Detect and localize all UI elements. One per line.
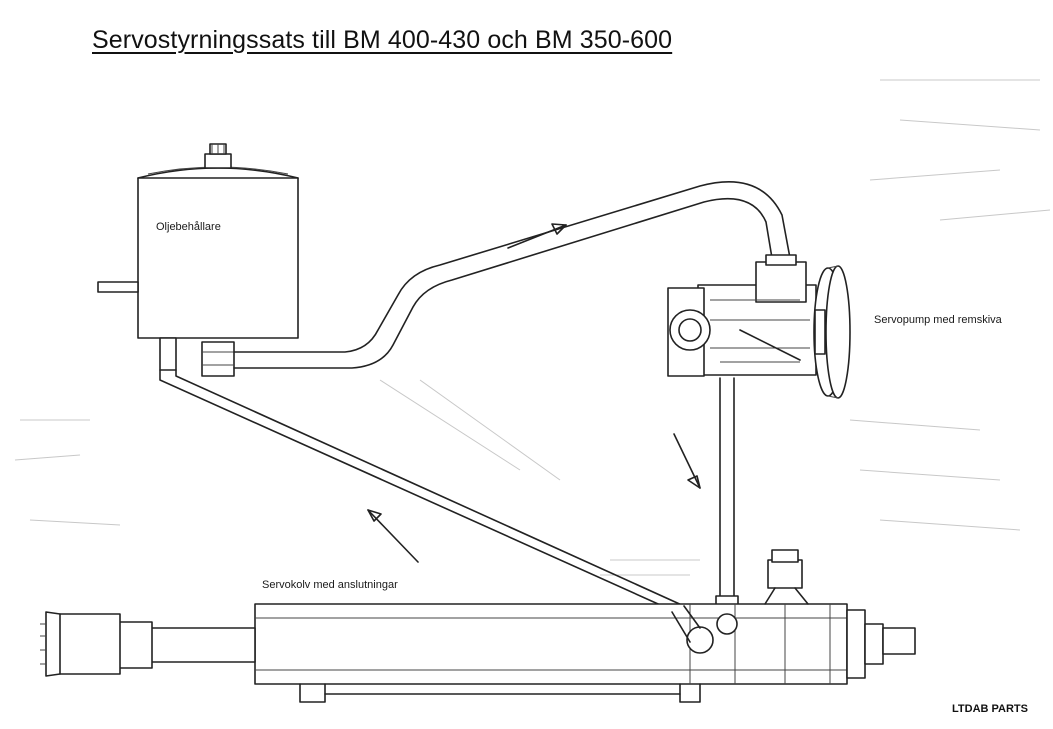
arrow-to-reservoir [367,509,419,563]
flow-arrows [367,223,701,563]
reservoir-label: Oljebehållare [156,221,221,233]
return-pipe [233,181,791,369]
pump-label: Servopump med remskiva [874,314,1002,326]
oil-reservoir [97,143,299,377]
diagram-title: Servostyrningssats till BM 400-430 och B… [92,26,673,54]
arrow-to-pump [507,223,567,249]
cylinder-return-pipe [159,369,685,613]
brand-watermark: LTDAB PARTS [952,703,1028,715]
arrow-to-cylinder [673,433,701,489]
cylinder-label: Servokolv med anslutningar [262,579,398,591]
servo-pump [667,254,851,399]
pressure-pipe [715,377,739,611]
servo-cylinder [40,549,916,703]
background-ghost-marks [14,79,1051,576]
